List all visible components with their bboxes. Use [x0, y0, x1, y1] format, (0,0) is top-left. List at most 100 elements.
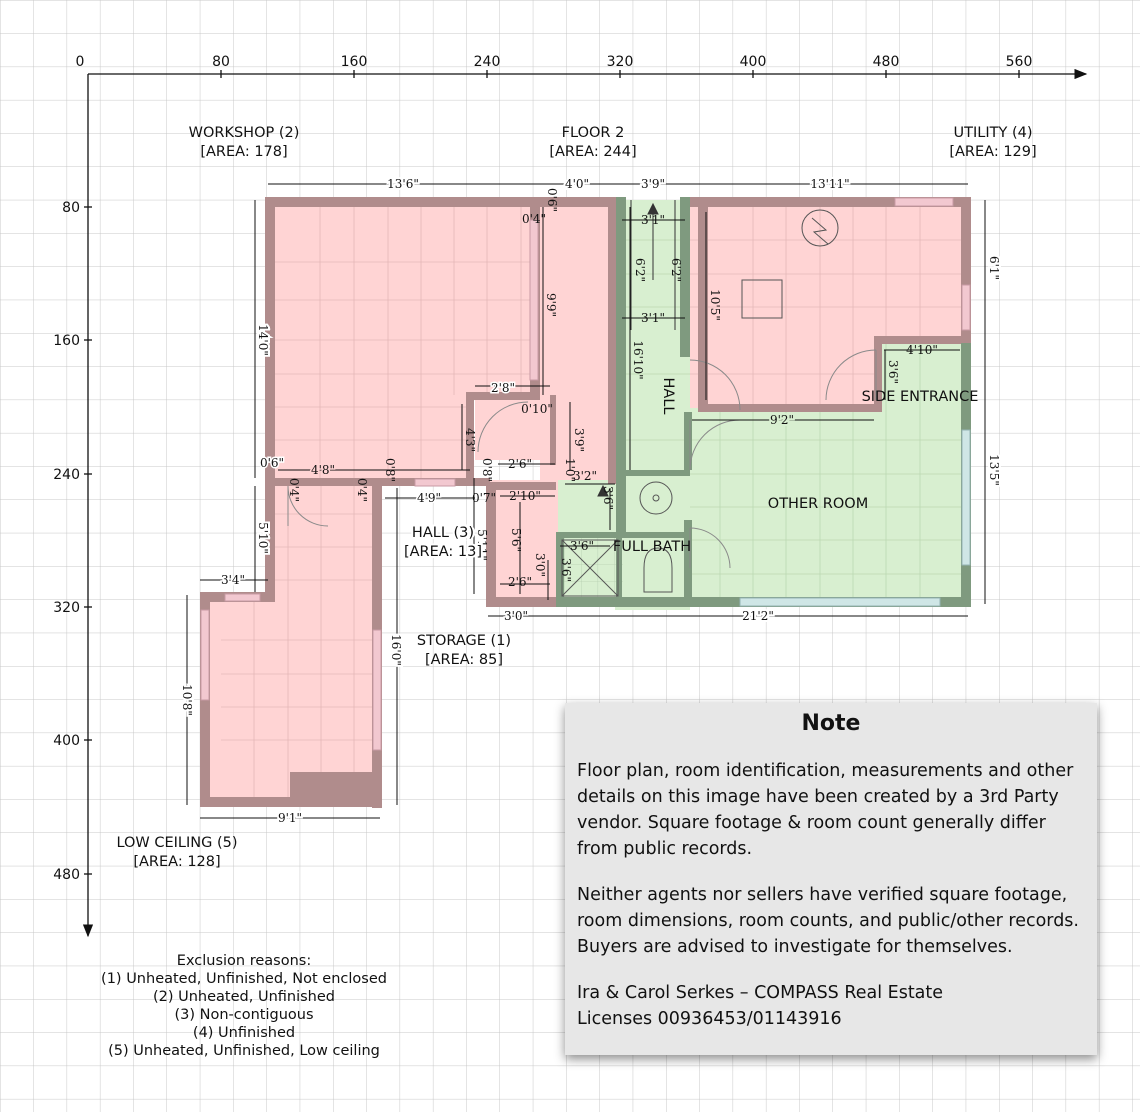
dim-label: 9'9" — [544, 293, 558, 317]
wall — [265, 197, 617, 207]
dim-label: 0'10" — [521, 402, 553, 416]
dim-label: 3'6" — [570, 539, 594, 553]
door-arc — [825, 349, 877, 401]
wall — [961, 197, 971, 343]
utility-area: [AREA: 129] — [949, 144, 1036, 160]
wall-green — [620, 470, 690, 476]
note-paragraph-1: Floor plan, room identification, measure… — [577, 761, 1074, 859]
side-entrance-label: SIDE ENTRANCE — [862, 389, 979, 405]
wall-green — [684, 412, 692, 470]
shower — [561, 539, 619, 597]
wall-green — [684, 520, 692, 600]
dim-label: 10'5" — [708, 289, 722, 321]
dim-label: 2'6" — [508, 575, 532, 589]
dim-label: 5'6" — [509, 528, 523, 552]
dim-label: 3'9" — [572, 428, 586, 452]
fixtures — [561, 209, 839, 597]
dim-label: 5'11" — [475, 529, 489, 561]
low-ceiling-name: LOW CEILING (5) — [116, 835, 237, 851]
dim-label: 4'0" — [565, 177, 589, 191]
dim-label: 2'8" — [491, 381, 515, 395]
dim-label: 3'0" — [504, 609, 528, 623]
stair-arrow — [647, 202, 659, 215]
dim-label: 0'8" — [383, 458, 397, 482]
bath-tile-fill — [558, 538, 623, 602]
dim-label: 5'10" — [256, 522, 270, 554]
dim-label: 3'1" — [641, 311, 665, 325]
hall-label: HALL — [660, 378, 676, 415]
window — [961, 429, 971, 566]
dim-label: 4'9" — [417, 491, 441, 505]
toilet — [643, 547, 673, 593]
exclusion-item: (4) Unfinished — [192, 1025, 296, 1041]
dim-label: 0'6" — [545, 188, 559, 212]
hall3-name: HALL (3) — [412, 525, 474, 541]
utility-name: UTILITY (4) — [954, 125, 1033, 141]
y-tick-label: 240 — [53, 467, 80, 483]
wall — [486, 597, 561, 607]
dim-label: 1'0" — [563, 458, 577, 482]
exclusion-item: (5) Unheated, Unfinished, Low ceiling — [108, 1043, 380, 1059]
room-grid-lines — [221, 200, 968, 800]
wall — [466, 392, 540, 400]
dim-label: 21'2" — [742, 609, 774, 623]
window — [372, 629, 382, 751]
dim-label: 4'3" — [463, 428, 477, 452]
wall — [486, 482, 496, 607]
green-grid-lines — [615, 239, 968, 600]
water-heater-symbol — [801, 209, 839, 247]
door-arc — [477, 401, 529, 453]
dim-label: 3'6" — [559, 558, 573, 582]
shower-line — [561, 539, 619, 597]
floor2-area: [AREA: 244] — [549, 144, 636, 160]
wall — [265, 197, 275, 485]
window — [200, 609, 210, 701]
wall-green — [616, 197, 626, 532]
x-tick-label: 80 — [212, 54, 230, 70]
door-arc — [689, 359, 741, 411]
dim-label: 4'8" — [311, 463, 335, 477]
dimension-labels: 13'6" 4'0" 3'9" 13'11" 0'4" 0'6" 3'1" 6'… — [178, 175, 1003, 827]
y-tick-label: 160 — [53, 333, 80, 349]
closet-fill — [475, 400, 555, 460]
dim-label: 3'1" — [641, 213, 665, 227]
sink — [639, 481, 673, 515]
wall-green — [680, 197, 690, 357]
dim-label: 9'1" — [278, 811, 302, 825]
dimension-lines — [186, 183, 986, 819]
dim-label: 3'9" — [641, 177, 665, 191]
note-box: Note Floor plan, room identification, me… — [565, 703, 1097, 1055]
workshop-name: WORKSHOP (2) — [189, 125, 300, 141]
x-tick-label: 160 — [341, 54, 368, 70]
wall — [466, 392, 474, 482]
workshop-area: [AREA: 178] — [200, 144, 287, 160]
dim-label: 13'11" — [810, 177, 849, 191]
axis-labels: 0 80 160 240 320 400 480 560 80 160 240 … — [53, 54, 1032, 883]
wall — [608, 200, 616, 484]
floor2-name: FLOOR 2 — [562, 125, 625, 141]
full-bath-label: FULL BATH — [613, 539, 691, 555]
dim-label: 0'4" — [355, 478, 369, 502]
axes — [82, 68, 1088, 938]
dim-label: 4'10" — [906, 343, 938, 357]
dim-label: 0'4" — [522, 212, 546, 226]
other-room-label: OTHER ROOM — [768, 496, 868, 512]
dim-label: 0'7" — [472, 491, 496, 505]
window — [414, 478, 456, 487]
x-tick-label: 480 — [873, 54, 900, 70]
wall — [265, 478, 275, 598]
dim-label: 3'2" — [573, 469, 597, 483]
exclusion-item: (3) Non-contiguous — [174, 1007, 314, 1023]
dim-label: 0'4" — [287, 478, 301, 502]
wall — [698, 404, 880, 412]
note-credit-agents: Ira & Carol Serkes – COMPASS Real Estate — [577, 983, 944, 1003]
door-arc — [287, 485, 329, 527]
storage-area: [AREA: 85] — [425, 652, 503, 668]
x-tick-label: 240 — [474, 54, 501, 70]
wall — [688, 197, 971, 207]
utility-fill — [690, 200, 968, 408]
x-tick-label: 320 — [607, 54, 634, 70]
window — [529, 219, 539, 381]
dim-label: 2'6" — [508, 457, 532, 471]
